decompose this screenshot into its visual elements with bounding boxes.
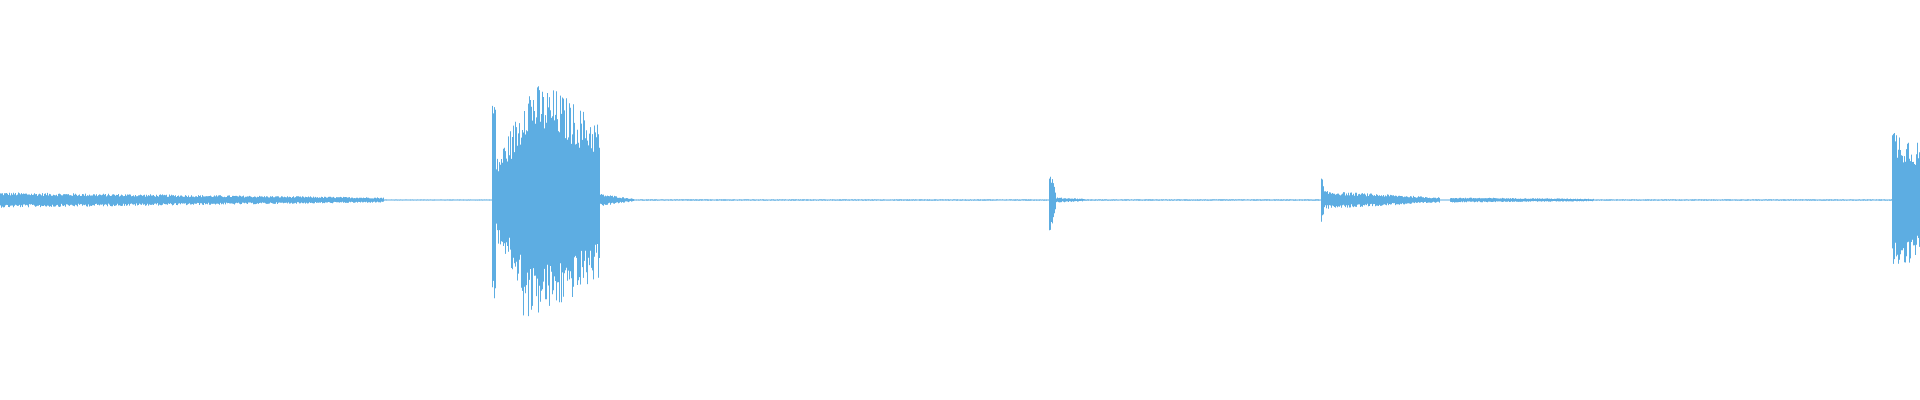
waveform-path <box>0 86 1920 317</box>
waveform-samples <box>0 86 1920 317</box>
